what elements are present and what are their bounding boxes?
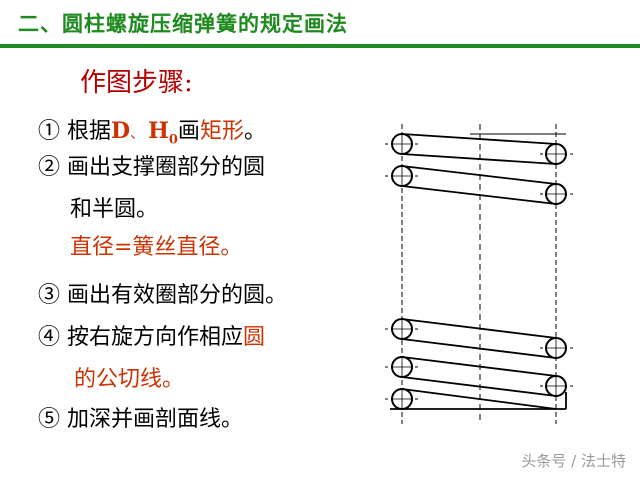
header-divider <box>0 44 640 48</box>
coil-tangent-lines <box>390 133 567 410</box>
step-1-prefix: ① 根据 <box>38 119 111 144</box>
step-1-end: 。 <box>243 119 266 144</box>
step-2-line-2: 和半圆。 <box>70 197 159 222</box>
step-4-line-1: ④ 按右旋方向作相应圆 <box>38 324 265 352</box>
step-1-d-symbol: D <box>111 118 131 144</box>
step-1-separator: 、 <box>130 126 145 142</box>
step-4-text: ④ 按右旋方向作相应 <box>38 325 243 350</box>
step-1-verb: 画 <box>177 119 200 144</box>
step-1-h-symbol: H <box>148 118 169 144</box>
page-title: 二、圆柱螺旋压缩弹簧的规定画法 <box>18 12 348 36</box>
step-1-h-subscript: 0 <box>168 132 178 148</box>
step-2-line-1: ② 画出支撑圈部分的圆 <box>38 155 265 180</box>
watermark: 头条号 / 法士特 <box>521 452 626 470</box>
subtitle: 作图步骤: <box>80 68 193 98</box>
step-2-note: 直径=簧丝直径。 <box>70 235 243 260</box>
step-4-circle: 圆 <box>243 325 266 350</box>
step-1: ① 根据D、H0画矩形。 <box>38 117 266 154</box>
step-3: ③ 画出有效圈部分的圆。 <box>38 283 287 308</box>
step-5: ⑤ 加深并画剖面线。 <box>38 407 243 432</box>
step-4-line-2: 的公切线。 <box>74 367 185 392</box>
spring-drawing <box>385 124 575 424</box>
header-bar: 二、圆柱螺旋压缩弹簧的规定画法 <box>0 0 640 44</box>
step-1-rectangle: 矩形 <box>199 119 244 144</box>
